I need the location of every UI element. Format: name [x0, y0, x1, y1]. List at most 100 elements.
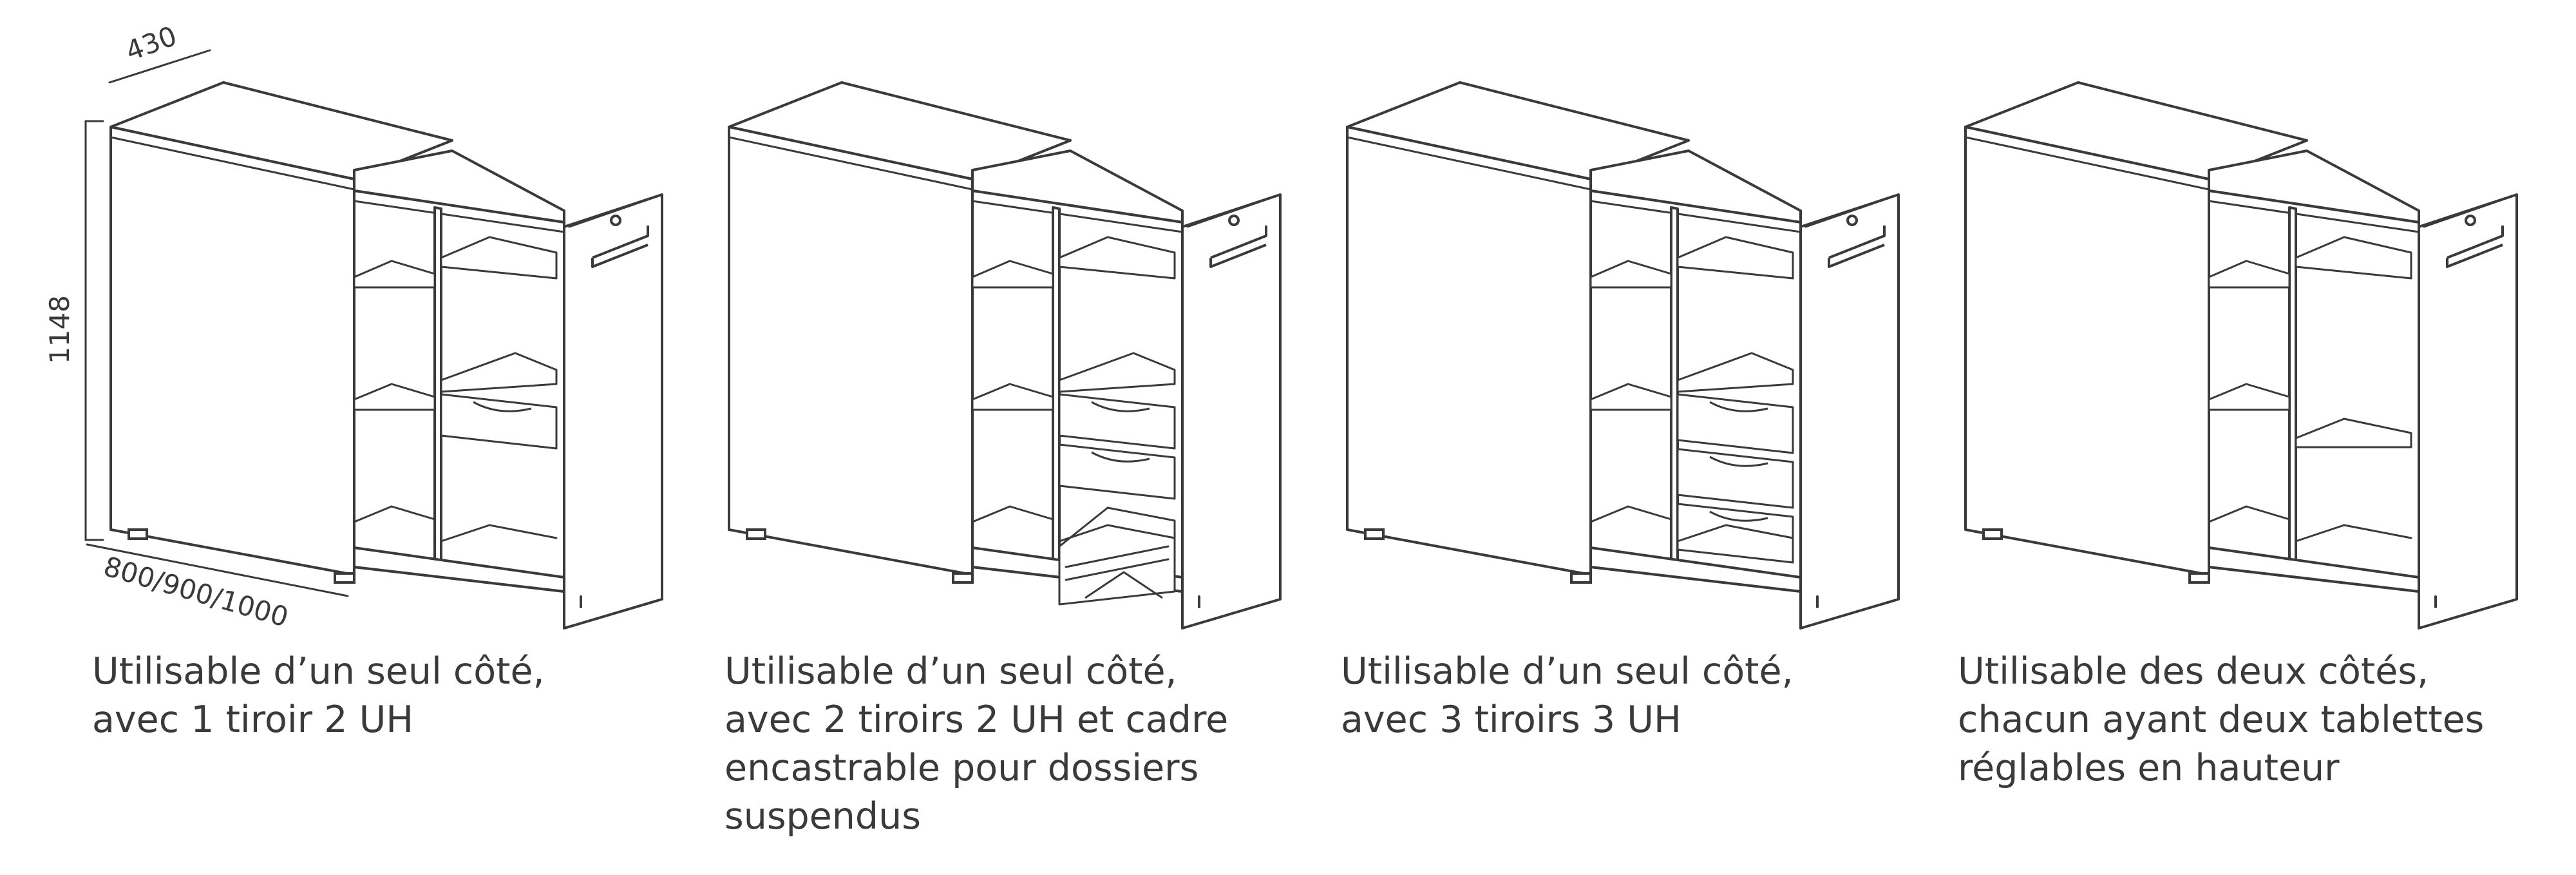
right-upper-shelf: [1058, 236, 1176, 280]
cabinet-front-panel: [1964, 126, 2210, 576]
end-panel-top-edge: [1804, 195, 1895, 228]
left-bottom-shelf: [2245, 505, 2291, 521]
pullout-inner-top: [971, 200, 1184, 233]
right-middle-shelf: [1058, 352, 1176, 393]
handle-icon: [1209, 226, 1267, 268]
cabinet-variant-1: [109, 81, 663, 630]
cabinet-front-panel: [728, 126, 974, 576]
lock-icon: [1846, 215, 1858, 226]
drawer-front: [1058, 393, 1176, 450]
cabinet-foot: [1982, 528, 2003, 540]
caption-line: réglables en hauteur: [1958, 747, 2340, 789]
lock-icon: [610, 215, 621, 226]
depth-dimension-line: [108, 49, 211, 84]
top-edge-line: [1346, 136, 1592, 191]
drawer-handle: [1091, 401, 1150, 412]
end-panel-top-edge: [1186, 195, 1276, 228]
cabinet-foot: [952, 572, 974, 584]
left-bottom-shelf: [2208, 505, 2248, 523]
caption-line: avec 3 tiroirs 3 UH: [1341, 698, 1681, 741]
cabinet-foot: [128, 528, 148, 540]
drawer-handle: [1709, 510, 1768, 522]
pullout-top-rail: [971, 149, 1184, 224]
right-bottom-shelf: [1725, 524, 1794, 539]
hanging-file-rail: [1065, 545, 1170, 568]
caption-line: encastrable pour dossiers: [724, 747, 1199, 789]
drawer-handle: [1091, 451, 1150, 463]
handle-icon: [591, 226, 649, 268]
caption-line: Utilisable des deux côtés,: [1958, 650, 2429, 693]
pullout-top-rail: [353, 149, 565, 224]
caption-line: avec 1 tiroir 2 UH: [92, 698, 414, 741]
right-bottom-shelf: [1676, 524, 1727, 543]
right-upper-shelf: [2295, 236, 2412, 280]
right-bottom-shelf: [2343, 524, 2412, 539]
drawer-handle: [1709, 401, 1768, 412]
left-shelf: [353, 260, 436, 289]
top-edge-line: [109, 136, 355, 191]
pullout-inner-top: [353, 200, 565, 233]
caption-variant-4: Utilisable des deux côtés, chacun ayant …: [1958, 648, 2537, 793]
left-shelf: [1589, 260, 1672, 289]
cabinet-foot: [746, 528, 766, 540]
cabinet-foot: [334, 572, 355, 584]
left-shelf: [2208, 260, 2291, 289]
cabinet-foot: [2188, 572, 2210, 584]
cabinet-foot: [1364, 528, 1385, 540]
left-shelf: [1589, 383, 1672, 411]
cabinet-variant-3: [1346, 81, 1900, 630]
caption-variant-3: Utilisable d’un seul côté, avec 3 tiroir…: [1341, 648, 1920, 744]
lock-icon: [2465, 215, 2476, 226]
pullout-top-rail: [1589, 149, 1802, 224]
right-middle-shelf: [1676, 352, 1794, 393]
left-bottom-shelf: [1589, 505, 1629, 523]
right-upper-shelf: [440, 236, 558, 280]
dimension-lines: [84, 49, 349, 597]
drawer-front: [440, 393, 558, 450]
caption-line: chacun ayant deux tablettes: [1958, 698, 2485, 741]
drawer-front: [1058, 443, 1176, 500]
caption-variant-2: Utilisable d’un seul côté, avec 2 tiroir…: [724, 648, 1304, 841]
left-bottom-shelf: [353, 505, 393, 523]
left-bottom-shelf: [971, 505, 1011, 523]
caption-line: Utilisable d’un seul côté,: [92, 650, 545, 693]
right-bottom-shelf: [488, 524, 558, 539]
right-middle-shelf: [440, 352, 558, 393]
right-bottom-shelf: [2295, 524, 2345, 543]
right-bottom-shelf: [440, 524, 491, 543]
drawer-handle: [1709, 456, 1768, 467]
left-shelf: [353, 383, 436, 411]
caption-line: avec 2 tiroirs 2 UH et cadre: [724, 698, 1229, 741]
cabinet-variant-2: [728, 81, 1282, 630]
pullout-inner-top: [2208, 200, 2420, 233]
pullout-top-rail: [2208, 149, 2420, 224]
left-bottom-shelf: [390, 505, 436, 521]
top-edge-line: [1964, 136, 2210, 191]
right-upper-shelf: [1676, 236, 1794, 280]
cabinet-foot: [1570, 572, 1592, 584]
handle-icon: [1828, 226, 1886, 268]
left-bottom-shelf: [1009, 505, 1054, 521]
right-bottom-shelf: [1106, 524, 1176, 539]
hanging-file-folder: [1084, 571, 1163, 599]
right-bottom-shelf: [1058, 524, 1109, 543]
handle-icon: [2446, 226, 2504, 268]
cabinet-front-panel: [109, 126, 355, 576]
height-dimension-label: 1148: [44, 295, 75, 364]
caption-line: suspendus: [724, 795, 921, 838]
end-panel-top-edge: [568, 195, 658, 228]
cabinet-variant-4: [1964, 81, 2518, 630]
left-shelf: [971, 383, 1054, 411]
left-shelf: [971, 260, 1054, 289]
right-lower-shelf: [2295, 418, 2412, 448]
cabinet-front-panel: [1346, 126, 1592, 576]
width-dimension-line: [86, 543, 349, 597]
hanging-file-rail: [1065, 558, 1170, 581]
caption-line: Utilisable d’un seul côté,: [1341, 650, 1794, 693]
caption-variant-1: Utilisable d’un seul côté, avec 1 tiroir…: [92, 648, 672, 744]
left-shelf: [2208, 383, 2291, 411]
top-edge-line: [728, 136, 974, 191]
left-bottom-shelf: [1627, 505, 1672, 521]
